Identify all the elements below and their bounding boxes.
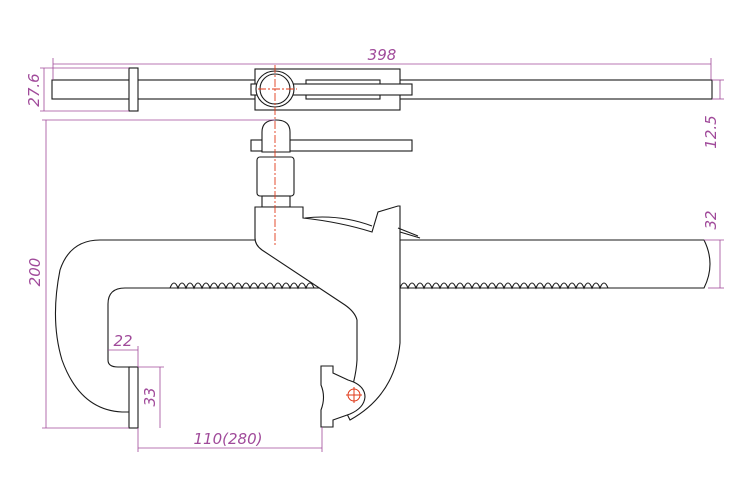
lever-edge	[304, 216, 373, 227]
dim-beam-depth: 32	[702, 210, 720, 229]
swivel-jaw-pad	[320, 365, 366, 428]
dim-bar-height: 27.6	[25, 73, 43, 106]
t-handle	[250, 139, 413, 152]
screw-neck	[261, 195, 291, 208]
weld-bead-right	[399, 282, 609, 290]
pivot-pin-icon	[346, 387, 362, 403]
dim-bar-offset: 12.5	[702, 115, 720, 148]
fixed-jaw-pad	[128, 366, 139, 429]
frame-outer	[54, 239, 255, 413]
top-view	[51, 67, 713, 112]
dimensions: 398 27.6 12.5 200 32 22 33 110(280)	[25, 46, 724, 452]
dim-overall-width: 398	[368, 46, 397, 64]
screw-assembly	[250, 119, 413, 208]
bar-stop-plate	[128, 67, 139, 112]
weld-bead-left	[169, 282, 315, 290]
spring-clip	[397, 227, 421, 239]
dim-jaw-width: 22	[113, 332, 132, 350]
screw-head	[261, 119, 291, 153]
handle-bar-top	[250, 83, 413, 96]
dim-jaw-height: 33	[141, 387, 159, 406]
dim-frame-height: 200	[26, 258, 44, 287]
screw-sleeve	[256, 156, 295, 197]
dim-throat-opening: 110(280)	[194, 430, 263, 448]
frame-inner	[107, 287, 321, 368]
movable-body	[254, 65, 421, 428]
beam-right	[400, 239, 711, 289]
